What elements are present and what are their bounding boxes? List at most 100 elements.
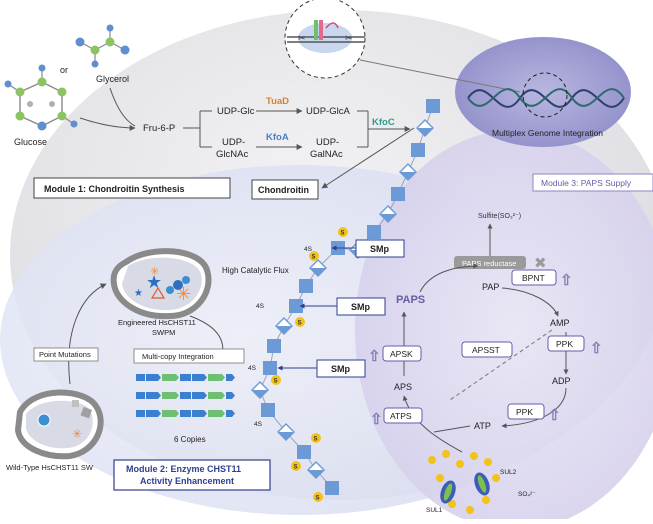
multicopy-label: Multi-copy Integration	[142, 352, 214, 361]
gene-copy	[182, 410, 235, 417]
glycerol-molecule-icon	[75, 24, 130, 68]
4s-label: 4S	[256, 303, 265, 310]
engineered-enzyme-label-line1: Engineered HsCHST11	[118, 318, 196, 327]
engineered-enzyme-icon: ★ ★ ✳ ✳	[110, 248, 212, 320]
sulfate-to-aps-arrow	[402, 395, 463, 453]
fru6p-branch-line	[183, 110, 212, 148]
sulfate-group	[271, 375, 281, 385]
glca-unit	[299, 279, 313, 293]
kfoa-label: KfoA	[266, 132, 289, 143]
crispr-editing-graphic: ✂ ✂	[284, 0, 366, 79]
high-flux-label: High Catalytic Flux	[222, 266, 289, 275]
sulfite-label: Sulfite(SO₃²⁻)	[478, 213, 521, 220]
udp-galnac-label-line2: GalNAc	[310, 149, 343, 160]
sulfate-transporters-icon	[428, 450, 500, 514]
galnac-unit-fill	[252, 390, 268, 398]
glucose-label: Glucose	[14, 137, 47, 147]
chondroitin-box	[251, 179, 319, 200]
sulfate-label: S	[274, 379, 278, 385]
amp-label: AMP	[550, 318, 570, 328]
wildtype-to-engineered-arrow	[68, 283, 107, 385]
glca-unit	[261, 403, 275, 417]
glca-unit	[391, 187, 405, 201]
adp-label: ADP	[552, 376, 571, 386]
sulfate-label: S	[314, 437, 318, 443]
udp-glcnac-label-line2: GlcNAc	[216, 149, 248, 160]
gene-copy	[136, 410, 189, 417]
ppk2-up-arrow-icon: ⇧	[548, 407, 561, 424]
4s-label: 4S	[304, 246, 313, 253]
svg-text:✂: ✂	[345, 33, 353, 43]
chain-to-chondroitin-arrow	[321, 127, 415, 189]
wildtype-enzyme-icon: ✳	[14, 389, 104, 460]
sulfate-label: S	[316, 496, 320, 502]
module2-label-line1: Module 2: Enzyme CHST11	[126, 464, 241, 474]
glca-unit	[289, 299, 303, 313]
4s-label: 4S	[254, 421, 263, 428]
gene-copy	[136, 392, 189, 399]
ppk-box-2	[507, 403, 545, 420]
gene-copies-group	[136, 374, 235, 417]
sulfate-group	[309, 251, 319, 261]
apsk-box	[382, 345, 422, 362]
paps-cycle-arrow	[419, 263, 479, 293]
module1-box	[33, 177, 231, 199]
glca-unit	[426, 99, 440, 113]
glca-unit	[263, 361, 277, 375]
glca-unit	[325, 481, 339, 495]
glca-unit	[367, 225, 381, 239]
adp-to-atp-arrow	[501, 387, 567, 429]
genome-integration-label: Multiplex Genome Integration	[492, 128, 603, 138]
ppk1-up-arrow-icon: ⇧	[590, 340, 603, 357]
glucose-to-fru6p-arrow	[79, 117, 136, 131]
atp-label: ATP	[474, 421, 491, 431]
galnac-unit-fill	[278, 432, 294, 440]
galnac-unit-fill	[310, 268, 326, 276]
sulfate-label: S	[298, 321, 302, 327]
apsst-box	[461, 341, 513, 358]
galnac-unit-fill	[276, 326, 292, 334]
fru6p-label: Fru-6-P	[143, 123, 175, 134]
sulfate-label: S	[341, 231, 345, 237]
atps-box	[383, 407, 423, 424]
kfoc-label: KfoC	[372, 117, 395, 128]
udp-glcnac-label-line1: UDP-	[222, 137, 245, 148]
bpnt-label: BPNT	[522, 273, 545, 283]
module3-box	[532, 173, 653, 192]
genome-region	[455, 37, 631, 147]
galnac-unit-fill	[380, 214, 396, 222]
engineered-enzyme-label-line2: SWPM	[152, 328, 175, 337]
udp-glca-label: UDP-GlcA	[306, 106, 350, 117]
atp-join-line	[433, 425, 471, 433]
sulfate-label: S	[294, 465, 298, 471]
sulfate-group	[338, 227, 348, 237]
galnac-unit-fill	[400, 172, 416, 180]
so4-label: SO₄²⁻	[518, 491, 536, 498]
smp-box-3: SMp	[277, 359, 366, 378]
sul2-label: SUL2	[500, 469, 517, 476]
cell-region-module3	[355, 130, 653, 524]
smp-box-1: SMp	[331, 239, 405, 258]
tuad-label: TuaD	[266, 96, 289, 107]
gene-copy	[182, 392, 235, 399]
svg-text:SMp: SMp	[370, 244, 390, 254]
copies-label: 6 Copies	[174, 435, 206, 444]
svg-text:✂: ✂	[298, 33, 306, 43]
ppk-box-1	[547, 335, 585, 352]
apsk-label: APSK	[390, 349, 413, 359]
svg-text:✳: ✳	[72, 427, 82, 441]
svg-text:SMp: SMp	[331, 364, 351, 374]
crispr-dna-link	[359, 59, 521, 93]
svg-text:✳: ✳	[150, 266, 159, 278]
glca-unit	[267, 339, 281, 353]
4s-label: 4S	[248, 365, 257, 372]
svg-text:★: ★	[134, 288, 143, 299]
smp-box-2: SMp	[299, 297, 386, 316]
apsst-label: APSST	[472, 345, 500, 355]
point-mutations-box	[33, 347, 99, 362]
gene-copy	[182, 374, 235, 381]
gene-copy	[136, 374, 189, 381]
